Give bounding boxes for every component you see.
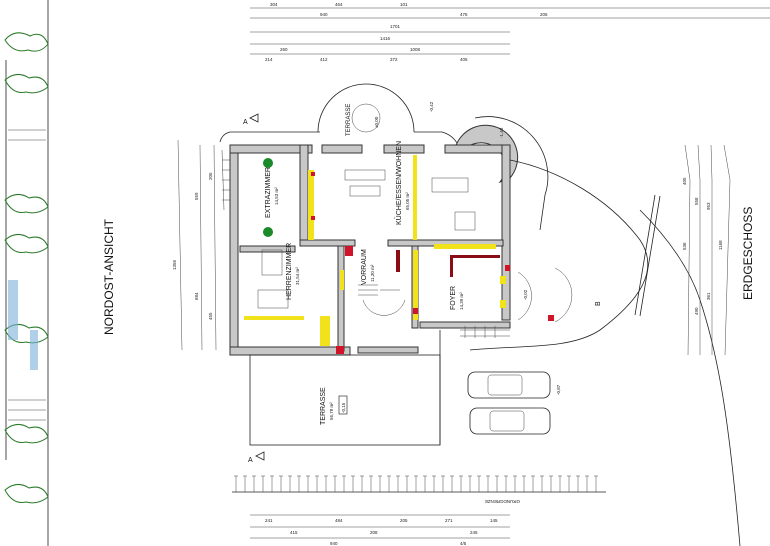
dim: 415 (290, 530, 298, 535)
lower-terrace: TERRASSE 56,78 m² -0,15 (249, 330, 441, 446)
top-dimensions: 304 464 101 940 476 205 1701 1416 260 10… (250, 2, 770, 62)
tree-strip (4, 0, 49, 546)
room-label: TERRASSE (346, 104, 352, 136)
dim: 271 (445, 518, 453, 523)
dim: 1168 (718, 240, 723, 250)
dim: 405 (682, 177, 687, 185)
dim: 1356 (172, 259, 177, 270)
dim: 1008 (410, 47, 421, 52)
dim: 476 (460, 12, 468, 17)
room-label-vorraum: VORRAUM (361, 249, 368, 285)
room-area: 11,30 m² (370, 264, 375, 282)
dim: 940 (330, 541, 338, 546)
level-tag: -0,15 (341, 402, 346, 413)
room-area: 31,54 m² (295, 267, 300, 285)
room-area: 14,39 m² (459, 292, 464, 310)
room-area: 14,53 m² (274, 187, 279, 205)
elevation: -0,02 (523, 289, 528, 300)
dim: 245 (470, 530, 478, 535)
dim: 405 (460, 57, 468, 62)
dim: 260 (280, 47, 288, 52)
dim: 536 (682, 242, 687, 250)
driveway: -0,87 (469, 159, 741, 546)
dim: 412 (320, 57, 328, 62)
dim: 241 (265, 518, 273, 523)
furniture (257, 169, 573, 338)
bottom-dimensions: 241 484 205 271 145 415 208 245 940 4/5 (250, 514, 510, 546)
dim: 361 (706, 292, 711, 300)
section-b: B (595, 301, 602, 306)
plant-icons (263, 158, 273, 237)
elevation: -1,40 (499, 127, 504, 138)
ground-line-label: GRUNDGRENZE (485, 499, 520, 504)
room-area: 65,05 m² (405, 192, 410, 210)
section-markers: A A B -0,02 (243, 113, 602, 464)
dim: 940 (320, 12, 328, 17)
level-tag: ±0,00 (374, 116, 379, 128)
dim: 4/5 (460, 541, 467, 546)
cars (467, 371, 551, 435)
dim: 372 (390, 57, 398, 62)
dim: 205 (540, 12, 548, 17)
right-dimensions: 405 558 953 1168 536 361 490 (682, 144, 731, 356)
property-line: GRUNDGRENZE (232, 475, 606, 504)
room-label-kueche: KÜCHE/ESSEN/WOHNEN (395, 141, 403, 225)
left-dimensions: 1356 559 205 684 455 (172, 139, 217, 351)
elevation: -0,42 (429, 101, 434, 112)
dim: 214 (265, 57, 273, 62)
dim: 464 (335, 2, 343, 7)
floor-title: ERDGESCHOSS (741, 207, 755, 300)
dim: 558 (694, 197, 699, 205)
dim: 953 (706, 202, 711, 210)
room-label-herrenzimmer: HERRENZIMMER (286, 243, 293, 300)
dim: 205 (400, 518, 408, 523)
dim: 559 (194, 192, 199, 200)
dim: 684 (194, 292, 199, 300)
dim: 208 (370, 530, 378, 535)
dim: 304 (270, 2, 278, 7)
view-title: NORDOST-ANSICHT (102, 218, 116, 335)
dim: 1416 (380, 36, 391, 41)
section-a-bottom: A (248, 457, 253, 464)
round-tower: -1,40 (454, 116, 549, 231)
room-label-foyer: FOYER (450, 286, 457, 310)
dim: 1701 (390, 24, 401, 29)
dim: 145 (490, 518, 498, 523)
elevation: -0,87 (556, 384, 561, 395)
room-area: 56,78 m² (329, 402, 334, 420)
dim: 101 (400, 2, 408, 7)
room-label-terrasse: TERRASSE (320, 387, 327, 425)
room-labels: EXTRAZIMMER 14,53 m² KÜCHE/ESSEN/WOHNEN … (265, 141, 464, 310)
dim: 484 (335, 518, 343, 523)
room-label-extrazimmer: EXTRAZIMMER (265, 167, 272, 218)
dim: 490 (694, 307, 699, 315)
dim: 205 (208, 172, 213, 180)
upper-terrace: TERRASSE ±0,00 -0,42 (219, 83, 461, 151)
section-a-top: A (243, 119, 248, 126)
dim: 455 (208, 312, 213, 320)
new-walls (244, 155, 554, 354)
